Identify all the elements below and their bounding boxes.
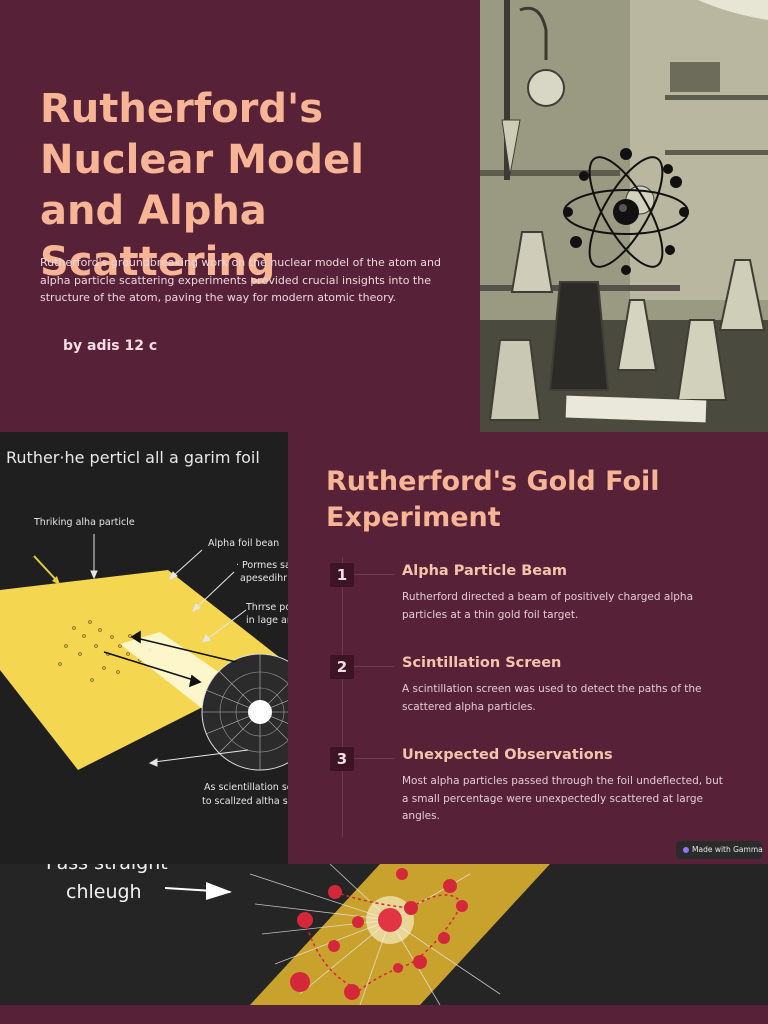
label-thriking-alpha: Thriking alha particle bbox=[34, 517, 135, 528]
timeline-line bbox=[342, 557, 343, 837]
author-byline: by adis 12 c bbox=[63, 338, 158, 354]
step-connector bbox=[354, 758, 394, 759]
step-text: Most alpha particles passed through the … bbox=[402, 775, 723, 822]
made-with-gamma-badge[interactable]: Made with Gamma bbox=[676, 841, 763, 859]
step-number: 1 bbox=[330, 563, 354, 587]
experiment-panel: Rutherford's Gold Foil Experiment 1 Alph… bbox=[288, 432, 768, 864]
step-title: Alpha Particle Beam bbox=[402, 563, 568, 579]
bottom-text-line1: Pass straight bbox=[46, 864, 168, 874]
step-text: A scintillation screen was used to detec… bbox=[402, 683, 702, 713]
title-slide: Rutherford's Nuclear Model and Alpha Sca… bbox=[0, 0, 768, 432]
step-connector bbox=[354, 574, 394, 575]
label-thrrse: Thrrse po bbox=[246, 602, 288, 613]
step-number: 2 bbox=[330, 655, 354, 679]
label-alpha-foil-bean: Alpha foil bean bbox=[208, 538, 280, 549]
slide-title: Rutherford's Nuclear Model and Alpha Sca… bbox=[40, 86, 364, 285]
scattering-image: Pass straight chleugh bbox=[0, 864, 768, 1005]
badge-label: Made with Gamma bbox=[692, 845, 763, 854]
intro-paragraph: Rutherford's groundbreaking work on the … bbox=[40, 256, 441, 304]
step-title: Scintillation Screen bbox=[402, 655, 562, 671]
label-scintillation-1: As scientillation sc bbox=[204, 782, 288, 793]
step-title: Unexpected Observations bbox=[402, 747, 613, 763]
step-number: 3 bbox=[330, 747, 354, 771]
step-connector bbox=[354, 666, 394, 667]
step-text: Rutherford directed a beam of positively… bbox=[402, 591, 694, 621]
bottom-text-line2: chleugh bbox=[66, 881, 142, 903]
next-slide-band bbox=[0, 1005, 768, 1024]
label-scintillation-2: to scallzed altha sc bbox=[202, 796, 288, 807]
gold-foil-diagram: Ruther·he perticl all a garim foil Thrik… bbox=[0, 432, 288, 864]
label-apesedihrl: apesedihrl bbox=[240, 573, 288, 584]
panel-title: Rutherford's Gold Foil Experiment bbox=[326, 466, 660, 533]
label-lage: in lage ar bbox=[246, 615, 288, 626]
gamma-logo-icon bbox=[683, 847, 689, 853]
laboratory-image bbox=[480, 0, 768, 432]
diagram-heading: Ruther·he perticl all a garim foil bbox=[6, 448, 260, 467]
label-pormes: · Pormes sa bbox=[236, 560, 288, 571]
